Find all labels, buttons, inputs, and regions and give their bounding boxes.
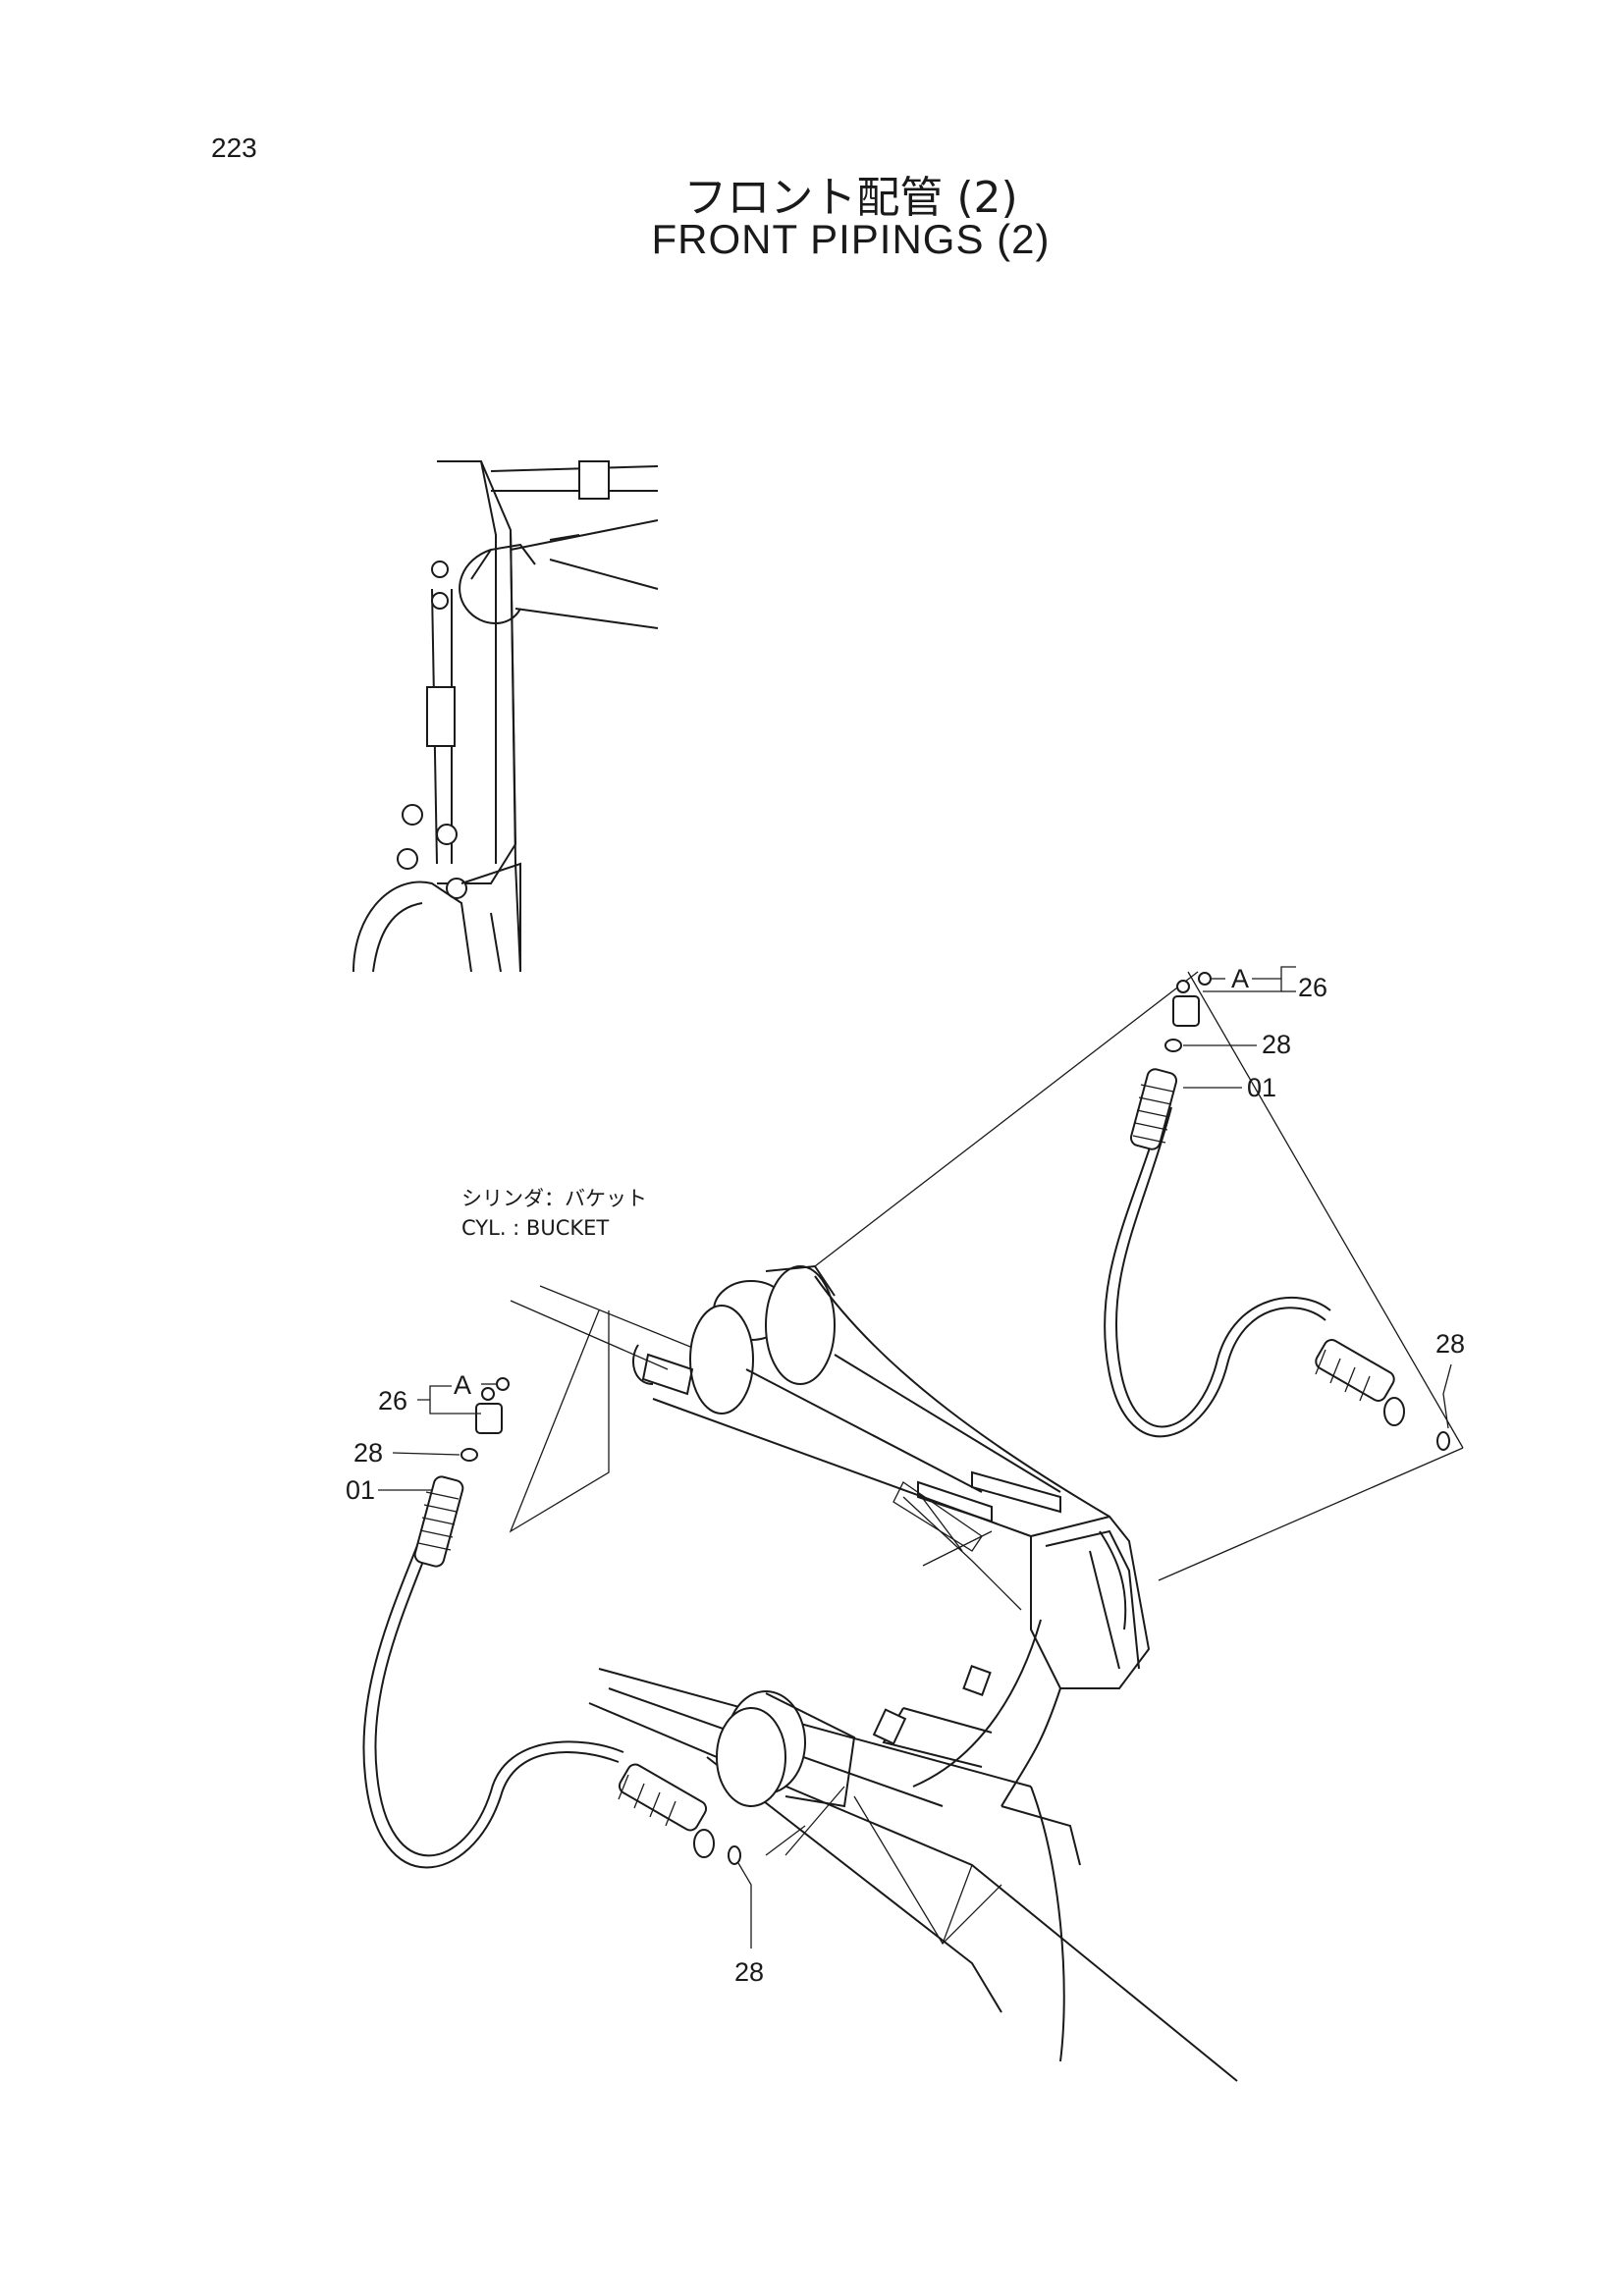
fitting-26-left xyxy=(475,1403,503,1434)
page-number: 223 xyxy=(211,133,257,163)
callout-26-left: 26 xyxy=(378,1386,407,1415)
callout-26-right: 26 xyxy=(1298,973,1327,1002)
o-ring-28-right-top xyxy=(1164,1039,1182,1052)
hose-assembly-left xyxy=(362,1387,741,1869)
title-japanese: フロント配管 (2) xyxy=(683,173,1018,223)
o-ring-28-bottom xyxy=(728,1845,741,1865)
arm-body xyxy=(509,971,1464,2082)
callout-28-bottom: 28 xyxy=(734,1957,764,1987)
hose-ferrule-end-left xyxy=(618,1763,715,1858)
callout-A-right: A xyxy=(1231,964,1249,993)
hose-ferrule-top-left xyxy=(413,1475,464,1568)
callout-28-left: 28 xyxy=(353,1438,383,1468)
o-ring-28-right-end xyxy=(1436,1431,1450,1451)
hose-assembly-right xyxy=(1104,980,1450,1451)
callout-A-left: A xyxy=(454,1370,471,1400)
callout-28-right-end: 28 xyxy=(1435,1329,1465,1359)
cylinder-label-english: CYL. : BUCKET xyxy=(461,1216,609,1240)
hose-ferrule-top-right xyxy=(1129,1068,1178,1150)
o-ring-28-left xyxy=(460,1448,478,1462)
callouts-left: A 26 28 01 28 xyxy=(346,1370,764,1987)
fitting-26-right xyxy=(1172,995,1200,1027)
callouts-right: A 26 28 01 28 xyxy=(1183,964,1465,1429)
title-english: FRONT PIPINGS (2) xyxy=(651,216,1051,262)
cylinder-label-japanese: シリンダ：バケット xyxy=(461,1187,647,1210)
cylinder-label: シリンダ：バケット CYL. : BUCKET xyxy=(461,1187,647,1240)
hose-ferrule-end-right xyxy=(1315,1339,1405,1426)
callout-28-right-top: 28 xyxy=(1262,1030,1291,1059)
callout-01-left: 01 xyxy=(346,1475,375,1505)
callout-01-right: 01 xyxy=(1247,1073,1276,1102)
inset-arm-overview xyxy=(352,460,659,973)
